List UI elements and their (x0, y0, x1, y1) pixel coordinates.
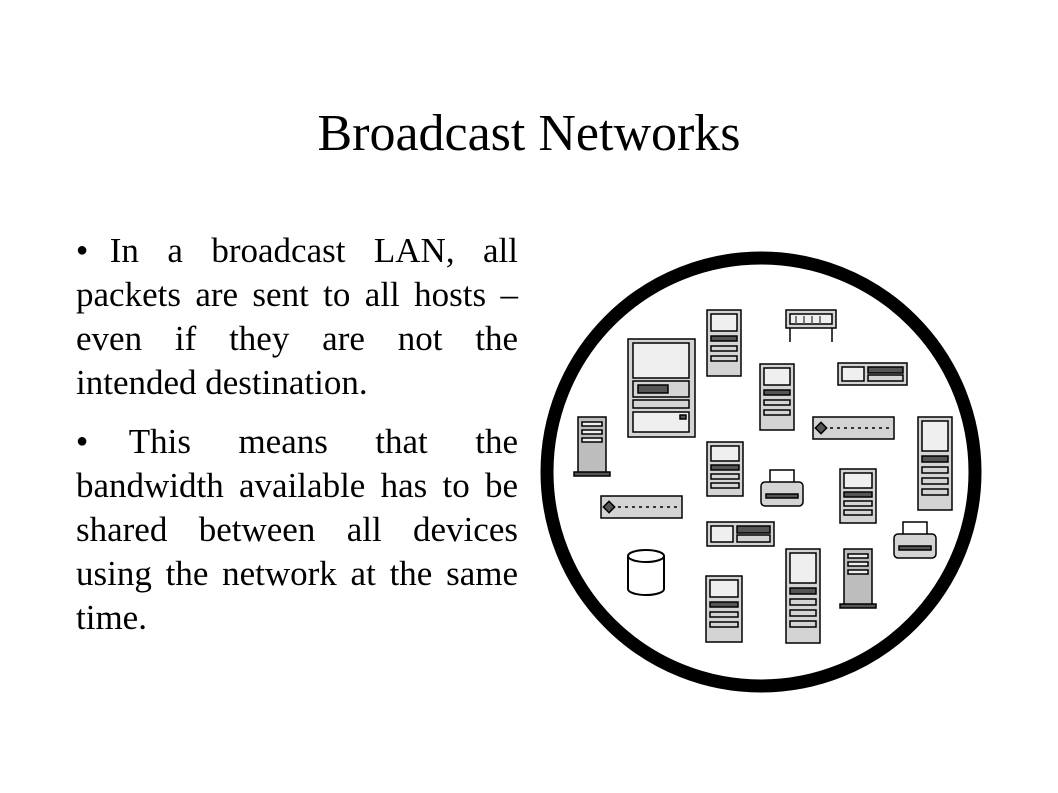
bullet-marker: ● (76, 430, 127, 452)
tower-computer-icon (573, 416, 611, 477)
tower-computer-icon (759, 363, 795, 431)
broadcast-network-diagram (540, 251, 982, 693)
server-icon (917, 416, 953, 511)
tower-computer-icon (705, 575, 743, 643)
server-icon (785, 548, 821, 644)
plotter-icon (785, 309, 837, 342)
bullet-marker: ● (76, 239, 108, 261)
bullet-item: ●This means that the bandwidth available… (76, 419, 518, 640)
printer-icon (760, 469, 804, 507)
hub-icon (812, 416, 895, 440)
network-boundary-ring (540, 251, 982, 693)
slide-title: Broadcast Networks (317, 105, 741, 162)
bullet-item: ●In a broadcast LAN, all packets are sen… (76, 228, 518, 405)
tower-computer-icon (706, 309, 742, 377)
tower-computer-icon (839, 548, 877, 609)
hub-icon (600, 495, 683, 519)
bullet-text: This means that the bandwidth available … (76, 422, 518, 637)
bullet-text: In a broadcast LAN, all packets are sent… (76, 231, 518, 402)
switch-icon (837, 362, 908, 386)
tower-computer-icon (706, 441, 744, 497)
printer-icon (893, 521, 937, 559)
bullet-list: ●In a broadcast LAN, all packets are sen… (76, 228, 518, 654)
monitor-icon (627, 338, 696, 438)
switch-icon (706, 521, 775, 547)
database-icon (627, 549, 665, 596)
tower-computer-icon (839, 468, 877, 524)
